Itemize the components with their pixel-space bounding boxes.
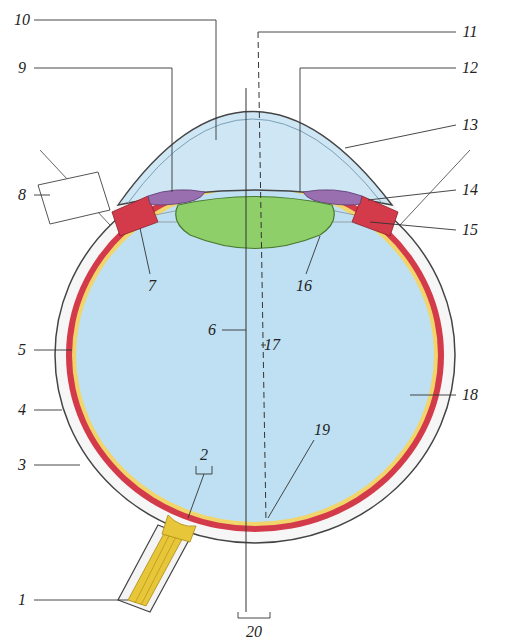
callout-number: 10 — [12, 11, 32, 29]
callout-number: 12 — [460, 59, 480, 77]
vitreous-body — [76, 188, 434, 522]
callout-number: 20 — [244, 623, 264, 641]
callout-number: 2 — [198, 446, 210, 464]
eye-muscle — [38, 172, 110, 224]
callout-number: 19 — [312, 421, 332, 439]
callout-number: 14 — [460, 181, 480, 199]
callout-number: 3 — [16, 456, 28, 474]
callout-number: 17 — [262, 336, 282, 354]
cornea-inner — [128, 119, 382, 203]
callout-number: 1 — [16, 591, 28, 609]
nerve-fibers — [135, 526, 180, 605]
callout-number: 9 — [16, 59, 28, 77]
choroid — [66, 178, 444, 532]
spacer — [66, 588, 108, 622]
callout-number: 5 — [16, 341, 28, 359]
callout-number: 7 — [146, 277, 158, 295]
leader-lines — [34, 20, 456, 618]
callout-number: 6 — [206, 321, 218, 339]
callout-number: 11 — [461, 23, 480, 41]
sclera — [55, 167, 455, 543]
callout-number: 4 — [16, 401, 28, 419]
callout-number: 15 — [460, 221, 480, 239]
cornea — [118, 112, 392, 206]
lens — [176, 197, 335, 249]
eyelid-line — [400, 150, 470, 225]
callout-number: 13 — [460, 116, 480, 134]
optic-disc — [162, 515, 196, 542]
retina — [72, 184, 438, 526]
callout-number: 16 — [294, 277, 314, 295]
callout-number: 18 — [460, 386, 480, 404]
optical-axis — [246, 88, 247, 612]
visual-axis — [258, 32, 266, 522]
callout-number: 8 — [16, 186, 28, 204]
